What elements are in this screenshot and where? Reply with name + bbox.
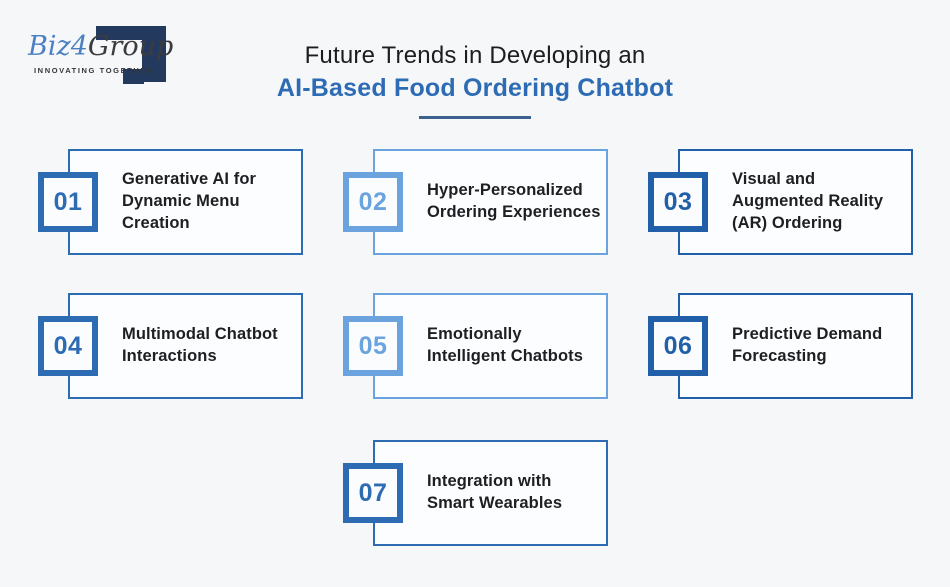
title-underline [419,116,531,119]
logo-bracket-icon [142,26,166,82]
logo-wordmark-prefix: Biz [28,31,71,62]
trend-number: 01 [53,187,83,216]
trend-card-03: 03 Visual and Augmented Reality (AR) Ord… [648,149,913,255]
logo-wordmark: Biz4Group [28,32,173,62]
trend-number: 06 [663,331,693,360]
page-title-line2: AI-Based Food Ordering Chatbot [276,74,674,102]
trend-card-01: 01 Generative AI for Dynamic Menu Creati… [38,149,303,255]
trend-title: Integration with Smart Wearables [427,472,563,512]
trend-card-04: 04 Multimodal Chatbot Interactions [38,293,303,399]
logo-bracket-icon [123,69,144,84]
page-title-line1: Future Trends in Developing an [304,42,646,69]
trend-title: Emotionally Intelligent Chatbots [427,325,583,365]
trend-card-06: 06 Predictive Demand Forecasting [648,293,913,399]
trend-card-05: 05 Emotionally Intelligent Chatbots [343,293,608,399]
trend-card-02: 02 Hyper-Personalized Ordering Experienc… [343,149,608,255]
trend-number-badge: 05 [343,316,403,376]
trend-number: 02 [358,187,388,216]
trend-title: Hyper-Personalized Ordering Experiences [427,181,601,221]
trend-number-badge: 03 [648,172,708,232]
trend-number-badge: 02 [343,172,403,232]
trend-number: 05 [358,331,388,360]
trend-card-07: 07 Integration with Smart Wearables [343,440,608,546]
trend-title: Multimodal Chatbot Interactions [122,325,278,365]
logo-wordmark-digit: 4 [70,31,88,62]
trend-number: 04 [53,331,83,360]
trend-number: 03 [663,187,693,216]
trend-number-badge: 06 [648,316,708,376]
trend-title: Predictive Demand Forecasting [732,325,883,365]
logo-wordmark-suffix: Group [87,31,174,62]
logo-tagline: INNOVATING TOGETHER [34,66,154,75]
trend-title: Generative AI for Dynamic Menu Creation [122,170,257,232]
trend-number-badge: 01 [38,172,98,232]
brand-logo: Biz4Group INNOVATING TOGETHER [26,14,176,92]
trend-number-badge: 07 [343,463,403,523]
page-title: Future Trends in Developing an AI-Based … [0,42,950,119]
trend-number: 07 [358,478,388,507]
trend-number-badge: 04 [38,316,98,376]
trend-title: Visual and Augmented Reality (AR) Orderi… [732,170,884,232]
